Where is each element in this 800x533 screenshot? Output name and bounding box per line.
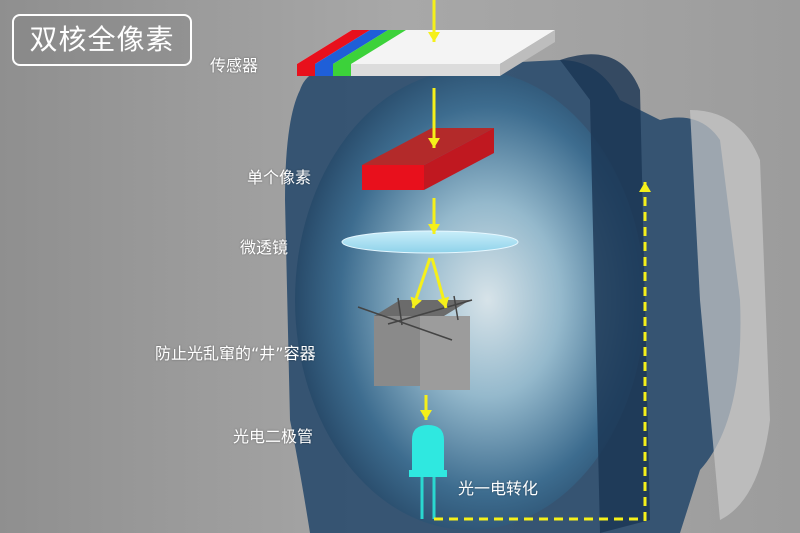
sensor-red-front	[297, 64, 315, 76]
sensor-side-face	[500, 30, 555, 76]
pixel-block	[362, 128, 494, 190]
microlens-disc	[341, 230, 519, 254]
signal-path-vertical-head	[639, 182, 651, 192]
arrow-refract-right-head	[437, 296, 450, 308]
background-right-shape	[690, 110, 770, 520]
sensor-slab	[297, 30, 555, 76]
microlens-label: 微透镜	[240, 238, 289, 257]
well-front-left	[374, 316, 420, 386]
arrow-refract-left-head	[410, 296, 422, 308]
light-path-arrows	[410, 0, 651, 521]
conversion-label: 光一电转化	[458, 479, 539, 498]
well-container	[357, 295, 473, 390]
well-edge-line	[453, 295, 459, 321]
sensor-blue-stripe	[315, 30, 388, 64]
arrow-into-pixel-head	[428, 138, 440, 148]
photodiode-rim	[409, 470, 447, 477]
photodiode-label: 光电二极管	[233, 427, 314, 446]
pixel-side-face	[424, 128, 494, 190]
well-edge-line	[387, 299, 473, 325]
background-strip	[560, 54, 650, 533]
arrow-into-sensor-head	[428, 32, 440, 42]
photodiode	[409, 425, 447, 519]
arrow-into-photodiode-head	[420, 410, 432, 420]
single-pixel-label: 单个像素	[247, 168, 312, 187]
sensor-green-stripe	[333, 30, 406, 64]
sensor-blue-front	[315, 64, 333, 76]
arrow-into-microlens-head	[428, 224, 440, 234]
sensor-red-stripe	[297, 30, 370, 64]
pixel-front-face	[362, 165, 424, 190]
sensor-green-front	[333, 64, 351, 76]
well-edge-line	[357, 306, 453, 341]
diagram-title: 双核全像素	[12, 14, 192, 66]
well-front-right	[420, 316, 470, 390]
pixel-top-face	[362, 128, 494, 165]
well-container-label: 防止光乱窜的“井”容器	[155, 344, 316, 363]
sensor-label: 传感器	[210, 56, 259, 75]
photodiode-body	[412, 425, 444, 476]
